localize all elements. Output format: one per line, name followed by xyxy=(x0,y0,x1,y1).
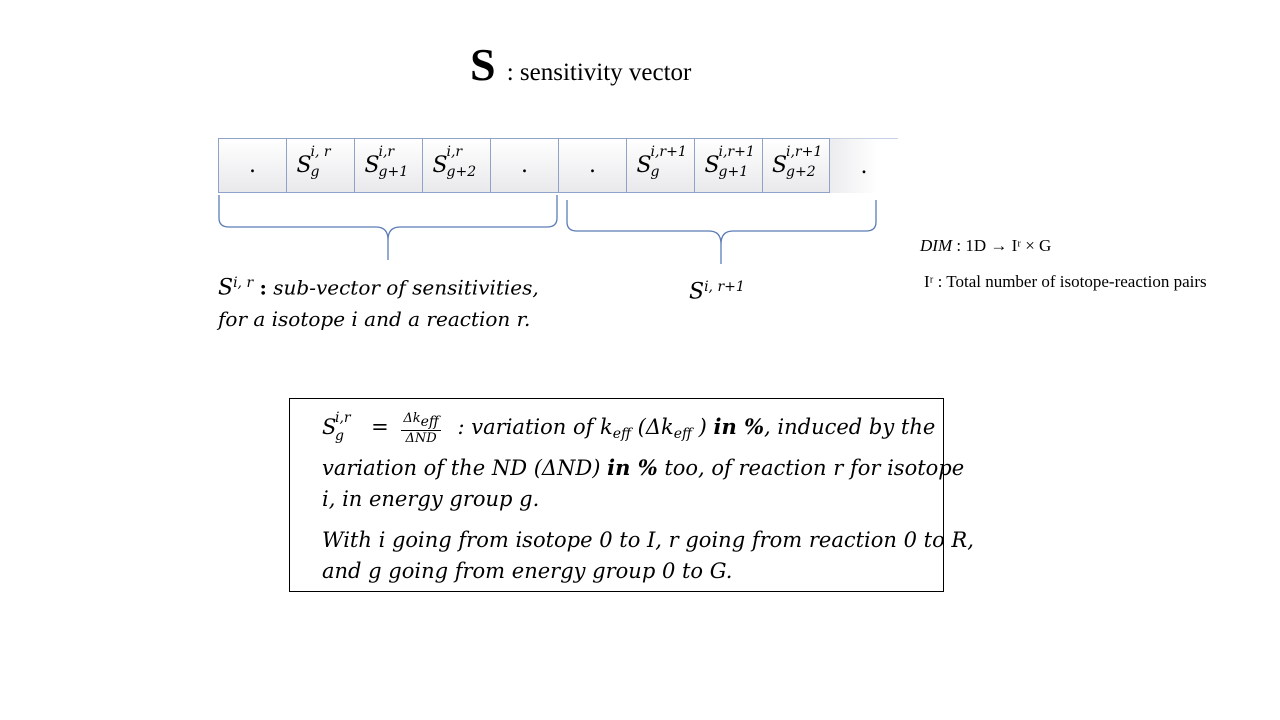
definition-line-3: i, in energy group g. xyxy=(322,487,540,511)
vector-cell-dot: . xyxy=(249,153,256,178)
dimension-note: DIM : 1D → Iʳ × G xyxy=(920,236,1052,255)
left-brace-label: Si, r : sub-vector of sensitivities, for… xyxy=(218,268,539,334)
definition-fraction: Δkeff ΔND xyxy=(401,411,441,446)
definition-line-2: variation of the ND (ΔND) in % too, of r… xyxy=(322,455,965,480)
vector-cell: . xyxy=(490,138,558,193)
vector-cell-dot: . xyxy=(860,153,868,179)
title-symbol: S xyxy=(470,39,496,90)
definition-box: S i,r g = Δkeff ΔND : variation of keff … xyxy=(289,398,974,592)
right-brace-label: Si, r+1 xyxy=(689,279,745,305)
vector-cell-dot: . xyxy=(521,153,528,178)
isotope-reaction-pairs-note: Iʳ : Total number of isotope-reaction pa… xyxy=(924,272,1207,291)
right-brace xyxy=(566,200,877,264)
title-text: : sensitivity vector xyxy=(506,59,692,86)
vector-cell: . xyxy=(830,138,898,193)
left-brace-label-line1: Si, r : sub-vector of sensitivities, xyxy=(218,275,539,301)
left-brace-label-line2: for a isotope i and a reaction r. xyxy=(218,306,531,331)
definition-line-1: S i,r g = Δkeff ΔND : variation of keff … xyxy=(322,410,936,446)
vector-cell-dot: . xyxy=(589,153,596,178)
definition-lhs: S i,r g xyxy=(322,410,351,444)
vector-cell: . xyxy=(558,138,626,193)
definition-line-4: With i going from isotope 0 to I, r goin… xyxy=(322,528,974,552)
definition-line-5: and g going from energy group 0 to G. xyxy=(322,559,733,583)
diagram-title: S : sensitivity vector xyxy=(470,38,691,91)
left-brace xyxy=(218,195,558,260)
vector-cell: . xyxy=(218,138,286,193)
